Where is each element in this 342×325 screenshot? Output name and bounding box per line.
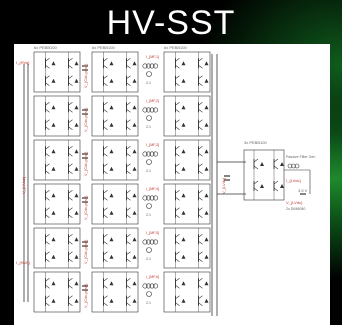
mf-current-label-5: I_{MF,5} bbox=[146, 231, 160, 235]
input-hbridge-4 bbox=[33, 183, 81, 225]
inverter-hbridge-5 bbox=[91, 227, 139, 269]
filter-coil-3 bbox=[294, 163, 300, 169]
mf-transformer-3 bbox=[146, 159, 152, 165]
input-hbridge-1 bbox=[33, 51, 81, 93]
turns-ratio-1: 2:1 bbox=[146, 81, 151, 85]
mf-transformer-6 bbox=[146, 291, 152, 297]
mf-transformer-5 bbox=[146, 247, 152, 253]
rectifier-hbridge-2 bbox=[163, 95, 211, 137]
cell-voltage-label-3: V_{Cdc,pos3} bbox=[83, 151, 88, 176]
sst-schematic: 6x PEBB100 6x PEBB100 6x PEBB100V_{Cdc,pos… bbox=[16, 45, 315, 316]
mf-transformer-4 bbox=[146, 203, 152, 209]
inverter-hbridge-3 bbox=[91, 139, 139, 181]
rectifier-hbridge-6 bbox=[163, 271, 211, 313]
turns-ratio-6: 2:1 bbox=[146, 301, 151, 305]
rectifier-hbridge-3 bbox=[163, 139, 211, 181]
rectifier-hbridge-4 bbox=[163, 183, 211, 225]
mf-transformer-2 bbox=[146, 115, 152, 121]
mf-current-label-4: I_{MF,4} bbox=[146, 187, 160, 191]
rectifier-hbridge-5 bbox=[163, 227, 211, 269]
module-header-1: 6x PEBB100 bbox=[34, 45, 57, 50]
cell-voltage-label-4: V_{Cdc,pos4} bbox=[83, 195, 88, 220]
cell-voltage-label-6: V_{Cdc,pos6} bbox=[83, 283, 88, 308]
turns-ratio-2: 2:1 bbox=[146, 125, 151, 129]
input-hbridge-5 bbox=[33, 227, 81, 269]
mf-transformer-1 bbox=[146, 71, 152, 77]
inverter-hbridge-4 bbox=[91, 183, 139, 225]
cell-voltage-label-2: V_{Cdc,pos2} bbox=[83, 107, 88, 132]
mf-current-label-2: I_{MF,2} bbox=[146, 99, 160, 103]
input-current-top: I_{HVa} bbox=[16, 60, 30, 65]
output-voltage-label: V_{LVdc} bbox=[286, 200, 303, 205]
mf-current-label-6: I_{MF,6} bbox=[146, 275, 160, 279]
module-header-3: 6x PEBB100 bbox=[164, 45, 187, 50]
output-current-label: I_{LVdc} bbox=[286, 178, 301, 183]
input-hbridge-6 bbox=[33, 271, 81, 313]
filter-coil-1 bbox=[287, 163, 293, 169]
lv-bus-voltage-label: V_{LVdc} bbox=[221, 177, 226, 194]
rectifier-hbridge-1 bbox=[163, 51, 211, 93]
phase-voltage-label: V_{HVab} bbox=[21, 176, 26, 194]
output-module-label: 2x DIM8080 bbox=[286, 207, 305, 211]
turns-ratio-4: 2:1 bbox=[146, 213, 151, 217]
mf-current-label-3: I_{MF,3} bbox=[146, 143, 160, 147]
cell-voltage-label-1: V_{Cdc,pos1} bbox=[83, 63, 88, 88]
filter-coil-2 bbox=[291, 163, 296, 169]
inverter-hbridge-6 bbox=[91, 271, 139, 313]
turns-ratio-3: 2:1 bbox=[146, 169, 151, 173]
output-rating-label: 3.5 V bbox=[298, 188, 308, 193]
inverter-hbridge-2 bbox=[91, 95, 139, 137]
input-current-bottom: I_{HVb} bbox=[16, 260, 30, 265]
module-header-2: 6x PEBB100 bbox=[92, 45, 115, 50]
output-stage-header: 3x PEBB100 bbox=[244, 140, 267, 145]
input-hbridge-3 bbox=[33, 139, 81, 181]
output-converter bbox=[243, 149, 285, 201]
turns-ratio-5: 2:1 bbox=[146, 257, 151, 261]
passive-filter-label: Passive Filter Gen bbox=[286, 155, 315, 159]
slide-title: HV-SST bbox=[106, 4, 236, 42]
cell-voltage-label-5: V_{Cdc,pos5} bbox=[83, 239, 88, 264]
input-hbridge-2 bbox=[33, 95, 81, 137]
inverter-hbridge-1 bbox=[91, 51, 139, 93]
mf-current-label-1: I_{MF,1} bbox=[146, 55, 160, 59]
